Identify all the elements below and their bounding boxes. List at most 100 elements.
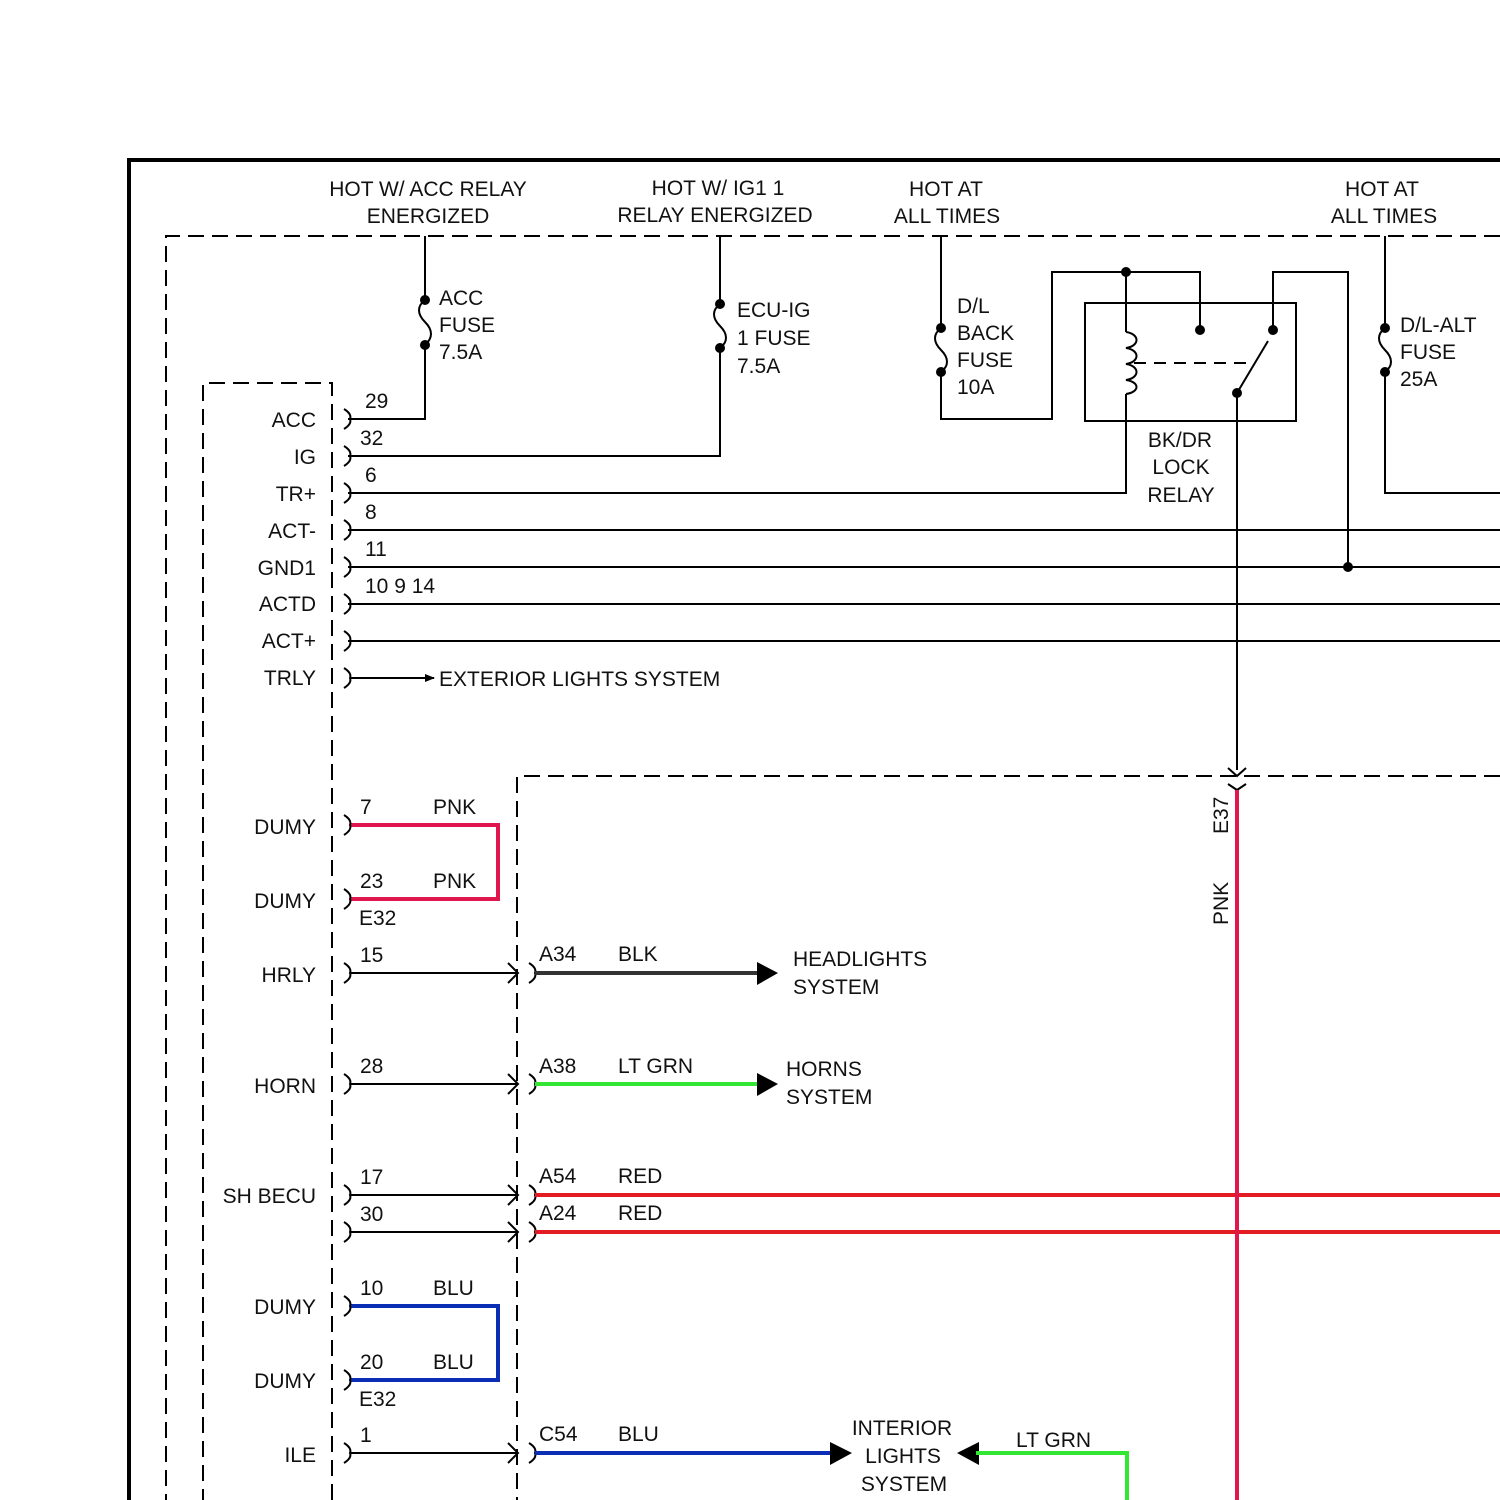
wire-color-red: RED — [618, 1202, 662, 1225]
source-hot-2-line2: ALL TIMES — [1331, 205, 1437, 228]
relay-box — [1085, 303, 1296, 421]
source-hot-1-line2: ALL TIMES — [894, 205, 1000, 228]
dl-alt-fuse-terminal — [1380, 367, 1390, 377]
pin-number-10-9-14: 10 9 14 — [365, 575, 435, 598]
connector-a24: A24 — [539, 1202, 577, 1225]
ecu-upper-pins: ACC 29 IG 32 TR+ 6 ACT- 8 GND1 11 ACTD 1… — [258, 390, 436, 690]
gnd1-junction-dot — [1343, 562, 1353, 572]
headlights-label-2: SYSTEM — [793, 976, 879, 999]
pin-number-11: 11 — [365, 538, 387, 561]
pin-number-28: 28 — [360, 1055, 383, 1078]
wire-color-blk: BLK — [618, 943, 658, 966]
acc-fuse-symbol — [419, 300, 431, 345]
source-acc-relay-line2: ENERGIZED — [367, 205, 490, 228]
wire-color-lt-grn: LT GRN — [618, 1055, 693, 1078]
wire-color-blu: BLU — [618, 1423, 659, 1446]
pin-label-dumy: DUMY — [254, 816, 316, 839]
acc-fuse-terminal — [420, 340, 430, 350]
connector-symbol — [529, 963, 535, 983]
pin-number-8: 8 — [365, 501, 377, 524]
pin-number-23: 23 — [360, 870, 383, 893]
pin-label-act-minus: ACT- — [268, 520, 316, 543]
ecu-ig-fuse-label-3: 7.5A — [737, 355, 780, 378]
wire-color-red: RED — [618, 1165, 662, 1188]
connector-a34: A34 — [539, 943, 577, 966]
connector-symbol — [344, 1185, 350, 1242]
pin-number-30: 30 — [360, 1203, 383, 1226]
interior-lights-arrow-in — [830, 1442, 852, 1465]
connector-symbol — [344, 557, 350, 577]
pin-label-horn: HORN — [254, 1075, 316, 1098]
pin-label-ig: IG — [294, 446, 316, 469]
pin-label-sh-becu: SH BECU — [223, 1185, 316, 1208]
dl-alt-fuse-label-1: D/L-ALT — [1400, 314, 1477, 337]
dl-back-fuse-terminal — [936, 323, 946, 333]
connector-symbol — [344, 483, 350, 503]
connector-symbol — [344, 1074, 350, 1094]
relay-contact-nc — [1195, 325, 1205, 335]
junction-block-boundary — [517, 776, 1500, 1500]
dumy-loop-blu: DUMY DUMY 10 20 BLU BLU E32 — [254, 1277, 498, 1411]
dl-back-fuse-label-2: BACK — [957, 322, 1014, 345]
ecu-ig-fuse-label-2: 1 FUSE — [737, 327, 811, 350]
wire-color-blu: BLU — [433, 1277, 474, 1300]
pin-number-17: 17 — [360, 1166, 383, 1189]
horns-arrow — [757, 1073, 778, 1096]
connector-symbol — [344, 963, 350, 983]
connector-a38: A38 — [539, 1055, 576, 1078]
connector-symbol — [344, 446, 350, 466]
ile-circuit: ILE 1 C54 BLU INTERIOR LIGHTS SYSTEM LT … — [284, 1417, 1127, 1500]
ecu-pin: TRLY — [264, 667, 351, 690]
interior-lights-label-3: SYSTEM — [861, 1473, 947, 1496]
dl-back-fuse-terminal — [936, 367, 946, 377]
ecu-ig-fuse-label-1: ECU-IG — [737, 299, 811, 322]
ecu-pin: ACT+ — [262, 630, 351, 653]
connector-c54: C54 — [539, 1423, 578, 1446]
source-acc-relay-line1: HOT W/ ACC RELAY — [329, 178, 527, 201]
dl-back-fuse-label-1: D/L — [957, 295, 990, 318]
pin-number-32: 32 — [360, 427, 383, 450]
connector-symbol — [344, 668, 350, 688]
connector-symbol — [529, 1185, 535, 1242]
connector-symbol — [344, 520, 350, 540]
dl-alt-fuse-label-3: 25A — [1400, 368, 1437, 391]
relay-junction-dot — [1121, 267, 1131, 277]
relay-label-2: LOCK — [1152, 456, 1209, 479]
source-hot-2-line1: HOT AT — [1345, 178, 1419, 201]
wire-color-blu: BLU — [433, 1351, 474, 1374]
dl-back-fuse-symbol — [935, 328, 947, 372]
pin-label-gnd1: GND1 — [258, 557, 316, 580]
interior-lights-label-2: LIGHTS — [865, 1445, 941, 1468]
ecu-pin: ACT- 8 — [268, 501, 377, 543]
dumy-loop-pnk: DUMY DUMY 7 23 PNK PNK E32 — [254, 796, 498, 930]
connector-symbol — [529, 1443, 535, 1463]
dl-back-fuse-label-4: 10A — [957, 376, 994, 399]
ecu-ig-fuse-terminal — [715, 299, 725, 309]
ecu-ig-fuse-terminal — [715, 343, 725, 353]
pin-label-trly: TRLY — [264, 667, 316, 690]
pin-label-actd: ACTD — [259, 593, 316, 616]
ecu-pin: TR+ 6 — [276, 464, 377, 506]
dl-alt-fuse-label-2: FUSE — [1400, 341, 1456, 364]
pin-label-acc: ACC — [272, 409, 316, 432]
pin-label-act-plus: ACT+ — [262, 630, 316, 653]
wire-color-pnk: PNK — [433, 796, 476, 819]
wire-color-lt-grn-interior: LT GRN — [1016, 1429, 1091, 1452]
pin-label-hrly: HRLY — [262, 964, 316, 987]
dl-alt-feed-wire — [1385, 236, 1500, 493]
connector-e37: E37 — [1210, 797, 1233, 834]
wire-color-pnk-vertical: PNK — [1210, 882, 1233, 925]
headlights-label-1: HEADLIGHTS — [793, 948, 927, 971]
ig-feed-wire — [348, 236, 720, 456]
module-boundary-upper — [166, 236, 1500, 1500]
pin-number-29: 29 — [365, 390, 388, 413]
acc-fuse-label-2: FUSE — [439, 314, 495, 337]
ecu-pin: IG 32 — [294, 427, 384, 469]
pin-number-6: 6 — [365, 464, 377, 487]
pin-number-15: 15 — [360, 944, 383, 967]
connector-symbol — [344, 1296, 350, 1390]
relay-switch-lines — [1273, 272, 1348, 567]
ecu-boundary — [203, 383, 332, 1500]
pin-number-1: 1 — [360, 1424, 372, 1447]
connector-symbol — [344, 1443, 350, 1463]
